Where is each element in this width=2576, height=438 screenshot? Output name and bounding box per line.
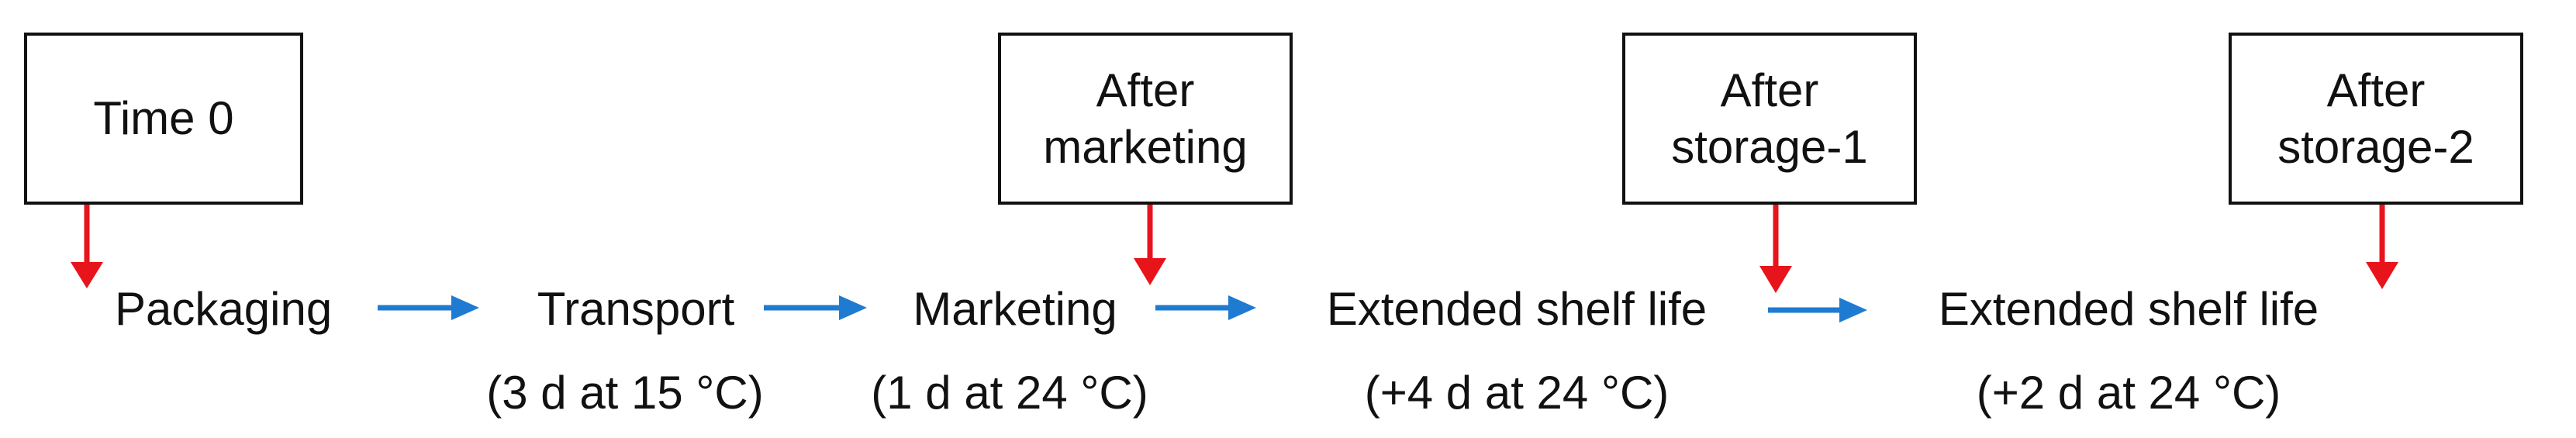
sampling-arrow-time0	[71, 203, 103, 288]
box-time-0: Time 0	[24, 33, 303, 205]
step-transport: Transport	[537, 283, 735, 335]
step-marketing-condition: (1 d at 24 °C)	[871, 367, 1148, 419]
box-time-0-label: Time 0	[93, 92, 234, 145]
step-packaging: Packaging	[115, 283, 333, 335]
box-after-storage-1-label: After storage-1	[1671, 64, 1868, 173]
box-after-marketing-label: After marketing	[1043, 64, 1248, 173]
box-after-storage-2-label: After storage-2	[2277, 64, 2474, 173]
box-after-storage-2: After storage-2	[2229, 33, 2523, 205]
flow-arrow-transport-marketing	[764, 295, 867, 320]
step-extended-shelf-life-2: Extended shelf life	[1938, 283, 2319, 335]
box-after-storage-1: After storage-1	[1622, 33, 1917, 205]
box-after-marketing: After marketing	[998, 33, 1293, 205]
step-extended-shelf-life-2-condition: (+2 d at 24 °C)	[1976, 367, 2281, 419]
sampling-arrow-after-marketing	[1134, 203, 1166, 285]
sampling-arrow-after-storage1	[1759, 203, 1792, 293]
step-marketing: Marketing	[913, 283, 1117, 335]
sampling-arrow-after-storage2	[2366, 203, 2398, 289]
flow-arrow-packaging-transport	[378, 295, 479, 320]
step-extended-shelf-life-1: Extended shelf life	[1326, 283, 1708, 335]
flow-arrow-marketing-shelf1	[1155, 295, 1256, 320]
step-transport-condition: (3 d at 15 °C)	[486, 367, 764, 419]
step-extended-shelf-life-1-condition: (+4 d at 24 °C)	[1364, 367, 1670, 419]
flow-arrow-shelf1-shelf2	[1768, 298, 1867, 322]
